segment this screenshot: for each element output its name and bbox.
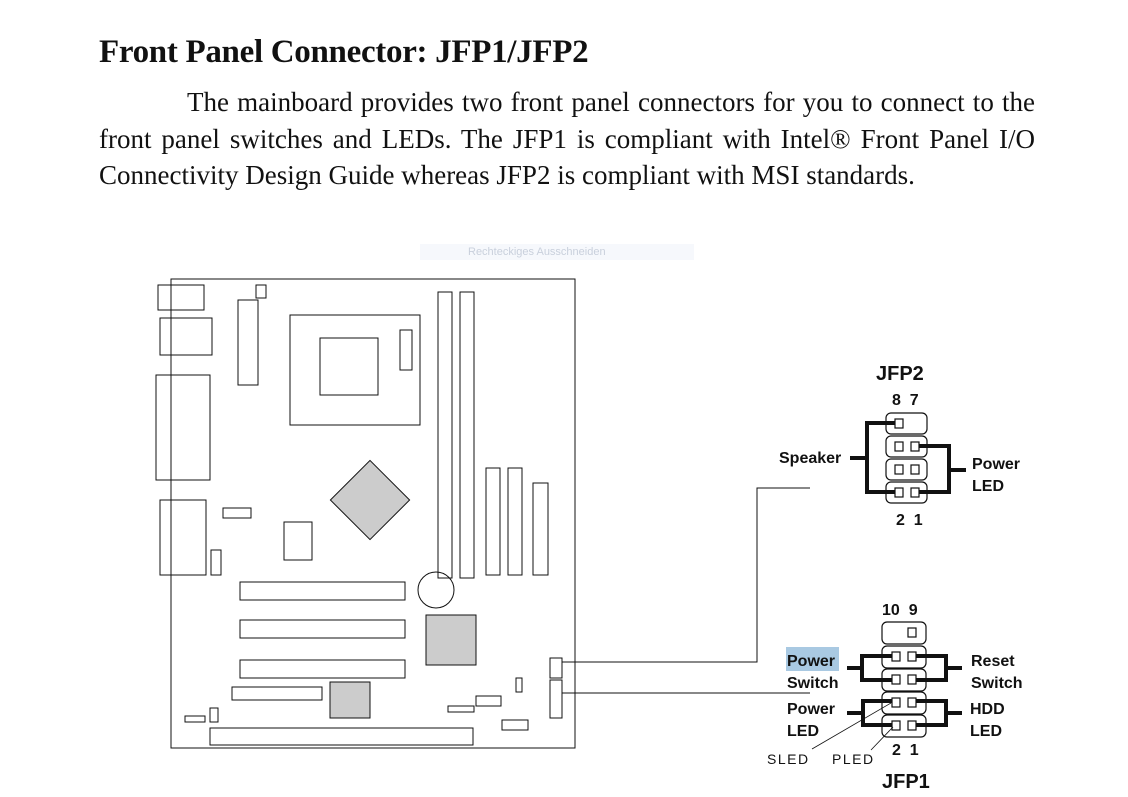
page-heading: Front Panel Connector: JFP1/JFP2 [99, 34, 589, 70]
component [475, 695, 502, 707]
jfp2-title: JFP2 [876, 363, 924, 385]
ps2-port [157, 284, 205, 311]
power-led-label-2: LED [787, 723, 819, 740]
cpu-socket [289, 314, 421, 426]
atx-power-connector [237, 299, 259, 386]
jfp2-wires [850, 421, 966, 494]
jfp2-header [549, 657, 563, 679]
socket-lever [399, 329, 413, 371]
reset-switch-label-1: Reset [971, 653, 1015, 670]
power-led-label-1: Power [972, 456, 1020, 473]
dimm-slot-1 [437, 291, 453, 579]
jfp1-header [549, 679, 563, 719]
jfp1-title: JFP1 [882, 771, 930, 793]
cpu-core [319, 337, 379, 396]
component [447, 705, 475, 713]
component [209, 707, 219, 723]
component [222, 507, 252, 519]
jfp2-leader-line [562, 487, 810, 663]
dimm-slot-2 [459, 291, 475, 579]
usb-port [159, 317, 213, 356]
board-outline [170, 278, 576, 749]
pci-slot-2 [239, 619, 406, 639]
body-paragraph: The mainboard provides two front panel c… [99, 84, 1035, 194]
cnr-slot [231, 686, 323, 701]
speaker-label: Speaker [779, 450, 841, 467]
component [501, 719, 529, 731]
jfp1-diagram: 10 9 Power Switc [767, 602, 1023, 793]
isa-slot [209, 727, 474, 746]
pled-label: PLED [832, 751, 875, 767]
ide-connector-1 [485, 467, 501, 576]
selection-highlight [786, 647, 839, 671]
power-led-label-1: Power [787, 701, 835, 718]
power-led-label-2: LED [972, 478, 1004, 495]
jfp1-top-pins: 10 9 [882, 602, 918, 619]
jfp1-bottom-pins: 2 1 [892, 742, 919, 759]
jfp2-diagram: JFP2 8 7 2 1 Speaker Power LED [779, 363, 1020, 529]
component [210, 549, 222, 576]
parallel-port [155, 374, 211, 481]
jumper [255, 284, 267, 299]
power-switch-label-2: Switch [787, 675, 839, 692]
paragraph-text: The mainboard provides two front panel c… [99, 87, 1035, 191]
jfp1-wires [847, 654, 962, 727]
tooltip-overlay: Rechteckiges Ausschneiden [420, 244, 694, 260]
hdd-led-label-1: HDD [970, 701, 1005, 718]
component [515, 677, 523, 693]
floppy-connector [532, 482, 549, 576]
hdd-led-label-2: LED [970, 723, 1002, 740]
northbridge-chip [329, 459, 411, 541]
component [283, 521, 313, 561]
southbridge-chip [425, 614, 477, 666]
pci-slot-1 [239, 581, 406, 601]
pci-slot-3 [239, 659, 406, 679]
power-switch-label-1: Power [787, 653, 835, 670]
battery [417, 571, 455, 609]
jfp2-top-pins: 8 7 [892, 392, 919, 409]
jfp2-bottom-pins: 2 1 [896, 512, 923, 529]
ide-connector-2 [507, 467, 523, 576]
mainboard-illustration [155, 278, 810, 749]
bios-chip [329, 681, 371, 719]
serial-port [159, 499, 207, 576]
sled-label: SLED [767, 751, 810, 767]
component [184, 715, 206, 723]
reset-switch-label-2: Switch [971, 675, 1023, 692]
